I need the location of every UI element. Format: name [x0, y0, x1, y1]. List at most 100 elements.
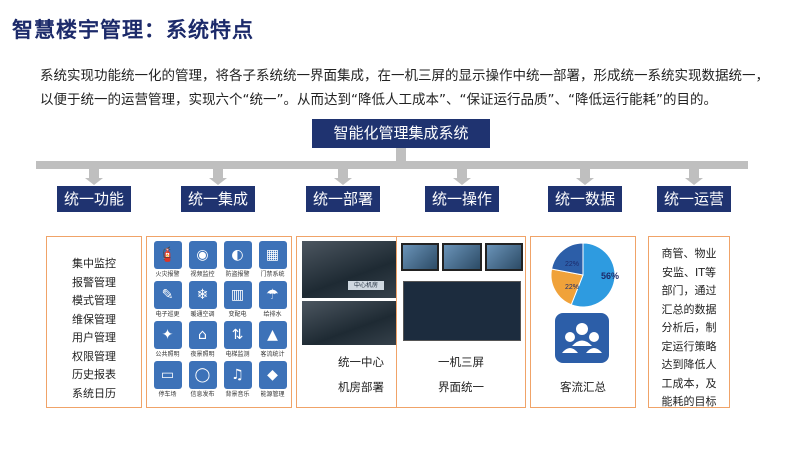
- connector-bar: [36, 161, 748, 169]
- page-title: 智慧楼宇管理：系统特点: [12, 18, 254, 42]
- integration-label: 夜景照明: [190, 351, 215, 358]
- door-access-icon: ▦: [258, 241, 287, 269]
- operations-text-line: 工成本，及: [661, 376, 717, 390]
- integration-item: ◆ 能源管理: [256, 361, 289, 399]
- fire-extinguisher-icon: 🧯: [153, 241, 182, 269]
- pie-slice: [550, 268, 584, 306]
- integration-item: ◐ 防盗报警: [221, 241, 254, 279]
- pie-slices: [550, 242, 616, 308]
- down-arrow: [576, 169, 594, 185]
- category-data: 统一数据: [548, 186, 622, 212]
- function-item: 历史报表: [72, 368, 116, 381]
- integration-item: ♫ 背景音乐: [221, 361, 254, 399]
- integration-label: 防盗报警: [225, 271, 250, 278]
- pie-label-22-bottom: 22%: [565, 284, 579, 291]
- integration-item: ⌂ 夜景照明: [186, 321, 219, 359]
- category-operation: 统一操作: [425, 186, 499, 212]
- integration-item: ▦ 门禁系统: [256, 241, 289, 279]
- operations-text-line: 安监、IT等: [662, 265, 716, 279]
- data-caption: 客流汇总: [560, 380, 606, 394]
- integration-item: ✎ 电子巡更: [151, 281, 184, 319]
- function-item: 集中监控: [72, 257, 116, 270]
- integration-label: 信息发布: [190, 391, 215, 398]
- integration-item: ▲ 客流统计: [256, 321, 289, 359]
- car-icon: ▭: [153, 361, 182, 389]
- patrol-icon: ✎: [153, 281, 182, 309]
- operation-caption-line2: 界面统一: [438, 380, 484, 394]
- integration-item: ☂ 给排水: [256, 281, 289, 319]
- integration-label: 门禁系统: [260, 271, 285, 278]
- down-arrow: [685, 169, 703, 185]
- deployment-caption-line1: 统一中心: [338, 355, 384, 369]
- category-function: 统一功能: [57, 186, 131, 212]
- integration-item: ▥变配电: [221, 281, 254, 319]
- chat-icon: ◯: [188, 361, 217, 389]
- integration-label: 背景音乐: [225, 391, 250, 398]
- deployment-caption-line2: 机房部署: [338, 380, 384, 394]
- down-arrow: [85, 169, 103, 185]
- integration-label: 火灾报警: [155, 271, 180, 278]
- integration-label: 电梯监测: [225, 351, 250, 358]
- integration-item: ◯ 信息发布: [186, 361, 219, 399]
- monitor-right: [485, 243, 523, 271]
- operations-panel: 商管、物业 安监、IT等 部门，通过 汇总的数据 分析后，制 定运行策略 达到降…: [648, 236, 730, 408]
- function-item: 维保管理: [72, 312, 116, 326]
- integration-icon-grid: 🧯 火灾报警 ◉视频监控◐ 防盗报警 ▦ 门禁系统 ✎ 电子巡更 ❄ 暖通空调 ▥变配电☂ 给排水 ✦公…: [151, 241, 289, 399]
- function-item: 系统日历: [72, 386, 116, 400]
- category-integration: 统一集成: [181, 186, 255, 212]
- pie-chart: 56% 22% 22%: [550, 242, 619, 308]
- alarm-icon: ◐: [223, 241, 252, 269]
- integration-item: ✦公共照明: [151, 321, 184, 359]
- operations-text-line: 达到降低人: [661, 358, 717, 371]
- energy-drop-icon: ◆: [258, 361, 287, 389]
- operation-panel: 一机三屏 界面统一: [396, 236, 526, 408]
- monitor-left: [401, 243, 439, 271]
- operations-text-line: 部门，通过: [661, 284, 717, 297]
- operations-text-line: 能耗的目标: [661, 395, 717, 408]
- intro-paragraph: 系统实现功能统一化的管理，将各子系统统一界面集成，在一机三屏的显示操作中统一部署…: [40, 68, 769, 108]
- pie-slice: [570, 242, 616, 308]
- function-panel: 集中监控 报警管理 模式管理 维保管理 用户管理 权限管理 历史报表 系统日历: [46, 236, 142, 408]
- integration-panel: 🧯 火灾报警 ◉视频监控◐ 防盗报警 ▦ 门禁系统 ✎ 电子巡更 ❄ 暖通空调 ▥变配电☂ 给排水 ✦公…: [146, 236, 292, 408]
- integration-label: 电子巡更: [155, 311, 180, 318]
- integration-item: ⇅ 电梯监测: [221, 321, 254, 359]
- system-label-box: 智能化管理集成系统: [312, 119, 490, 148]
- integration-item: ◉视频监控: [186, 241, 219, 279]
- category-operations: 统一运营: [657, 186, 731, 212]
- dashboard-screen: [403, 281, 521, 341]
- pie-label-22-top: 22%: [565, 261, 579, 268]
- speaker-icon: ♫: [223, 361, 252, 389]
- down-arrow: [209, 169, 227, 185]
- connector-stem: [396, 148, 406, 162]
- power-icon: ▥: [223, 281, 252, 309]
- operation-caption-line1: 一机三屏: [438, 355, 484, 369]
- water-icon: ☂: [258, 281, 287, 309]
- operations-text-line: 汇总的数据: [661, 302, 717, 316]
- integration-label: 能源管理: [260, 391, 285, 398]
- category-deployment: 统一部署: [306, 186, 380, 212]
- integration-label: 暖通空调: [190, 311, 215, 318]
- lighting-icon: ✦: [153, 321, 182, 349]
- elevator-icon: ⇅: [223, 321, 252, 349]
- function-item: 权限管理: [72, 349, 116, 363]
- integration-label: 客流统计: [260, 351, 285, 358]
- camera-icon: ◉: [188, 241, 217, 269]
- down-arrow: [334, 169, 352, 185]
- down-arrow: [453, 169, 471, 185]
- control-room-sign: 中心机房: [348, 281, 384, 290]
- data-panel: 56% 22% 22% 客流汇总: [530, 236, 636, 408]
- footfall-icon: ▲: [258, 321, 287, 349]
- operations-text-line: 分析后，制: [661, 321, 717, 334]
- function-item: 模式管理: [72, 294, 116, 307]
- integration-label: 给排水: [263, 311, 282, 318]
- function-item: 报警管理: [72, 275, 116, 289]
- integration-item: ❄ 暖通空调: [186, 281, 219, 319]
- operations-text-line: 定运行策略: [661, 339, 717, 353]
- people-group-icon: [555, 313, 609, 363]
- integration-item: 🧯 火灾报警: [151, 241, 184, 279]
- function-item: 用户管理: [72, 331, 116, 344]
- operations-text-line: 商管、物业: [661, 247, 717, 260]
- hvac-icon: ❄: [188, 281, 217, 309]
- night-lighting-icon: ⌂: [188, 321, 217, 349]
- pie-slice: [550, 242, 584, 276]
